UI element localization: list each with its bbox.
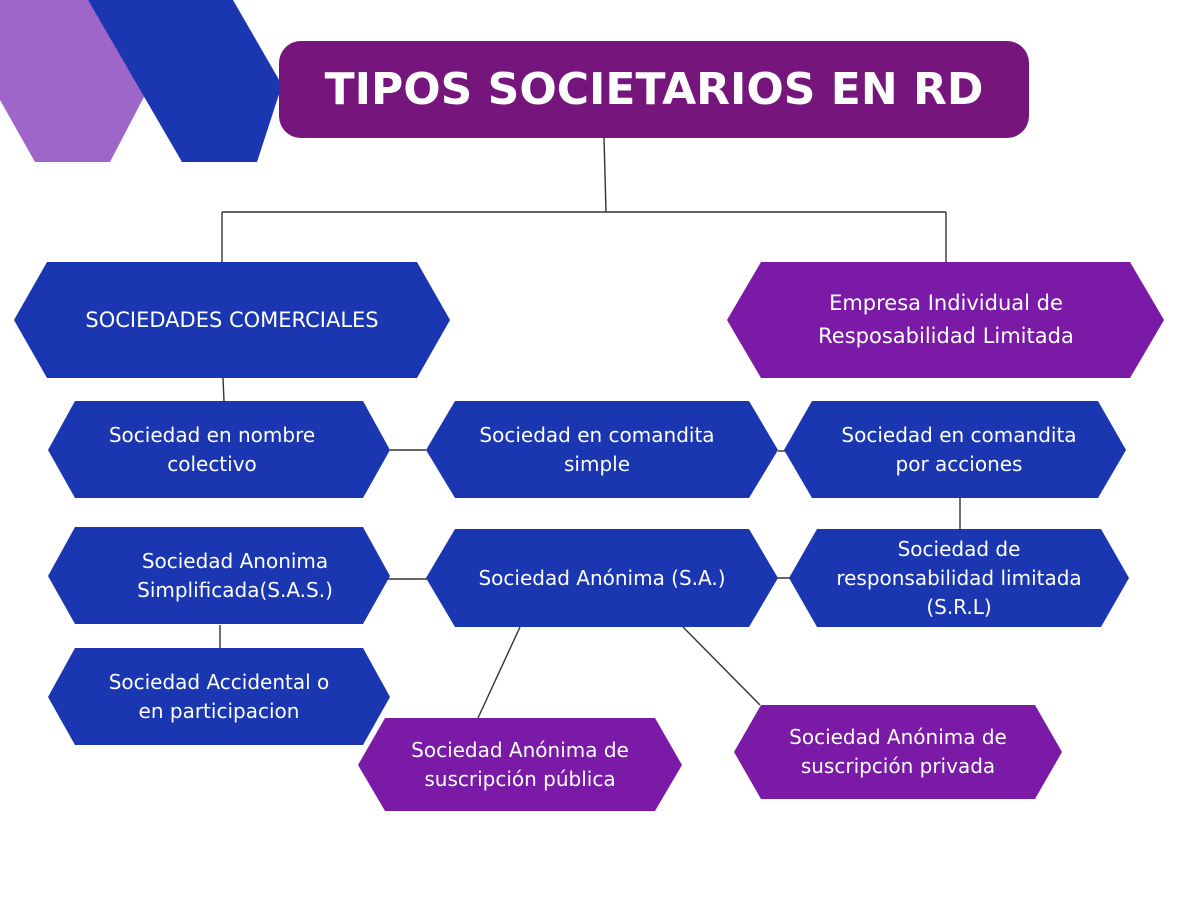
hexagon-sas[interactable]	[48, 527, 390, 624]
hexagon-sa-privada[interactable]	[734, 705, 1062, 799]
hexagon-sa[interactable]	[426, 529, 778, 627]
label-sa: Sociedad Anónima (S.A.)	[478, 565, 726, 590]
label-srl: Sociedad de responsabilidad limitada (S.…	[836, 536, 1082, 619]
label-comandita-acciones: Sociedad en comandita por acciones	[841, 422, 1077, 476]
label-sociedades-comerciales: SOCIEDADES COMERCIALES	[85, 307, 379, 332]
page-title: TIPOS SOCIETARIOS EN RD	[324, 64, 984, 115]
label-sas: Sociedad Anonima Simplificada(S.A.S.)	[137, 548, 333, 602]
hexagon-nombre-colectivo[interactable]	[48, 401, 390, 498]
label-sa-publica: Sociedad Anónima de suscripción pública	[411, 737, 629, 791]
hexagon-accidental[interactable]	[48, 648, 390, 745]
connector-lines	[219, 137, 961, 719]
decorative-blue-hexagon	[88, 0, 282, 162]
hexagon-sa-publica[interactable]	[358, 718, 682, 811]
label-sa-privada: Sociedad Anónima de suscripción privada	[789, 725, 1007, 778]
hexagon-comandita-simple[interactable]	[426, 401, 778, 498]
hexagon-sociedades-comerciales[interactable]	[14, 262, 450, 378]
hexagon-srl[interactable]	[789, 529, 1129, 627]
hexagon-comandita-acciones[interactable]	[784, 401, 1126, 498]
label-eirl: Empresa Individual de Resposabilidad Lim…	[818, 291, 1074, 348]
hexagon-eirl[interactable]	[727, 262, 1164, 378]
decorative-lavender-hexagon	[0, 0, 145, 162]
title-banner: TIPOS SOCIETARIOS EN RD	[279, 41, 1029, 138]
label-comandita-simple: Sociedad en comandita simple	[479, 422, 715, 476]
label-accidental: Sociedad Accidental o en participacion	[108, 669, 330, 723]
label-nombre-colectivo: Sociedad en nombre colectivo	[108, 422, 316, 476]
